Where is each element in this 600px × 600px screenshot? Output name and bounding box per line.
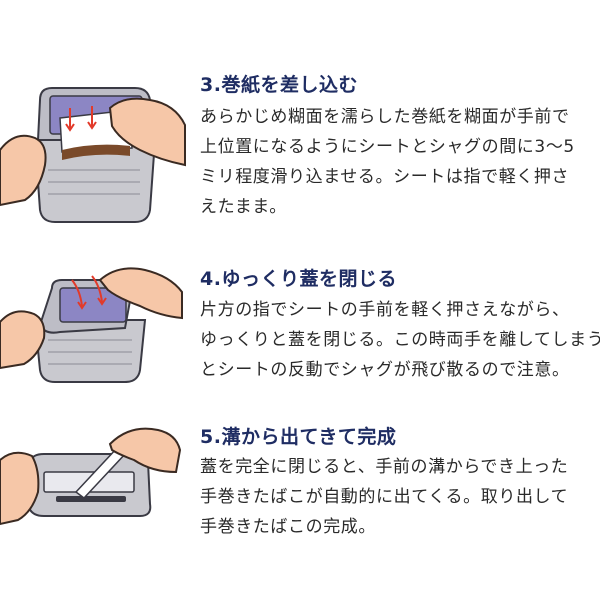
step-3-heading: 3.巻紙を差し込む — [200, 74, 358, 96]
step-5-line-3: 手巻きたばこの完成。 — [200, 517, 376, 537]
step-4-line-3: とシートの反動でシャグが飛び散るので注意。 — [200, 360, 570, 380]
hands-removing-cigarette-illustration — [0, 427, 182, 526]
step-3-line-3: ミリ程度滑り込ませる。シートは指で軽く押さ — [200, 167, 570, 187]
step-4-line-1: 片方の指でシートの手前を軽く押さえながら、 — [200, 300, 570, 320]
step-4: 4.ゆっくり蓋を閉じる 片方の指でシートの手前を軽く押さえながら、 ゆっくりと蓋… — [0, 240, 600, 400]
step-5-line-1: 蓋を完全に閉じると、手前の溝からでき上った — [200, 457, 569, 477]
step-4-line-2: ゆっくりと蓋を閉じる。この時両手を離してしまう — [200, 330, 600, 350]
step-5: 5.溝から出てきて完成 蓋を完全に閉じると、手前の溝からでき上った 手巻きたばこ… — [0, 400, 600, 600]
step-4-heading: 4.ゆっくり蓋を閉じる — [200, 268, 397, 290]
step-3: 3.巻紙を差し込む あらかじめ糊面を濡らした巻紙を糊面が手前で 上位置になるよう… — [0, 0, 600, 240]
step-3-line-1: あらかじめ糊面を濡らした巻紙を糊面が手前で — [200, 107, 570, 127]
hands-inserting-paper-illustration — [0, 87, 186, 223]
step-5-description: 蓋を完全に閉じると、手前の溝からでき上った 手巻きたばこが自動的に出てくる。取り… — [200, 452, 592, 542]
hands-closing-lid-illustration — [0, 267, 183, 383]
step-4-description: 片方の指でシートの手前を軽く押さえながら、 ゆっくりと蓋を閉じる。この時両手を離… — [200, 295, 600, 385]
step-5-line-2: 手巻きたばこが自動的に出てくる。取り出して — [200, 487, 569, 507]
step-5-heading: 5.溝から出てきて完成 — [200, 426, 397, 448]
step-3-description: あらかじめ糊面を濡らした巻紙を糊面が手前で 上位置になるようにシートとシャグの間… — [200, 102, 592, 222]
step-3-line-2: 上位置になるようにシートとシャグの間に3～5 — [200, 137, 575, 157]
step-3-line-4: えたまま。 — [200, 197, 287, 217]
